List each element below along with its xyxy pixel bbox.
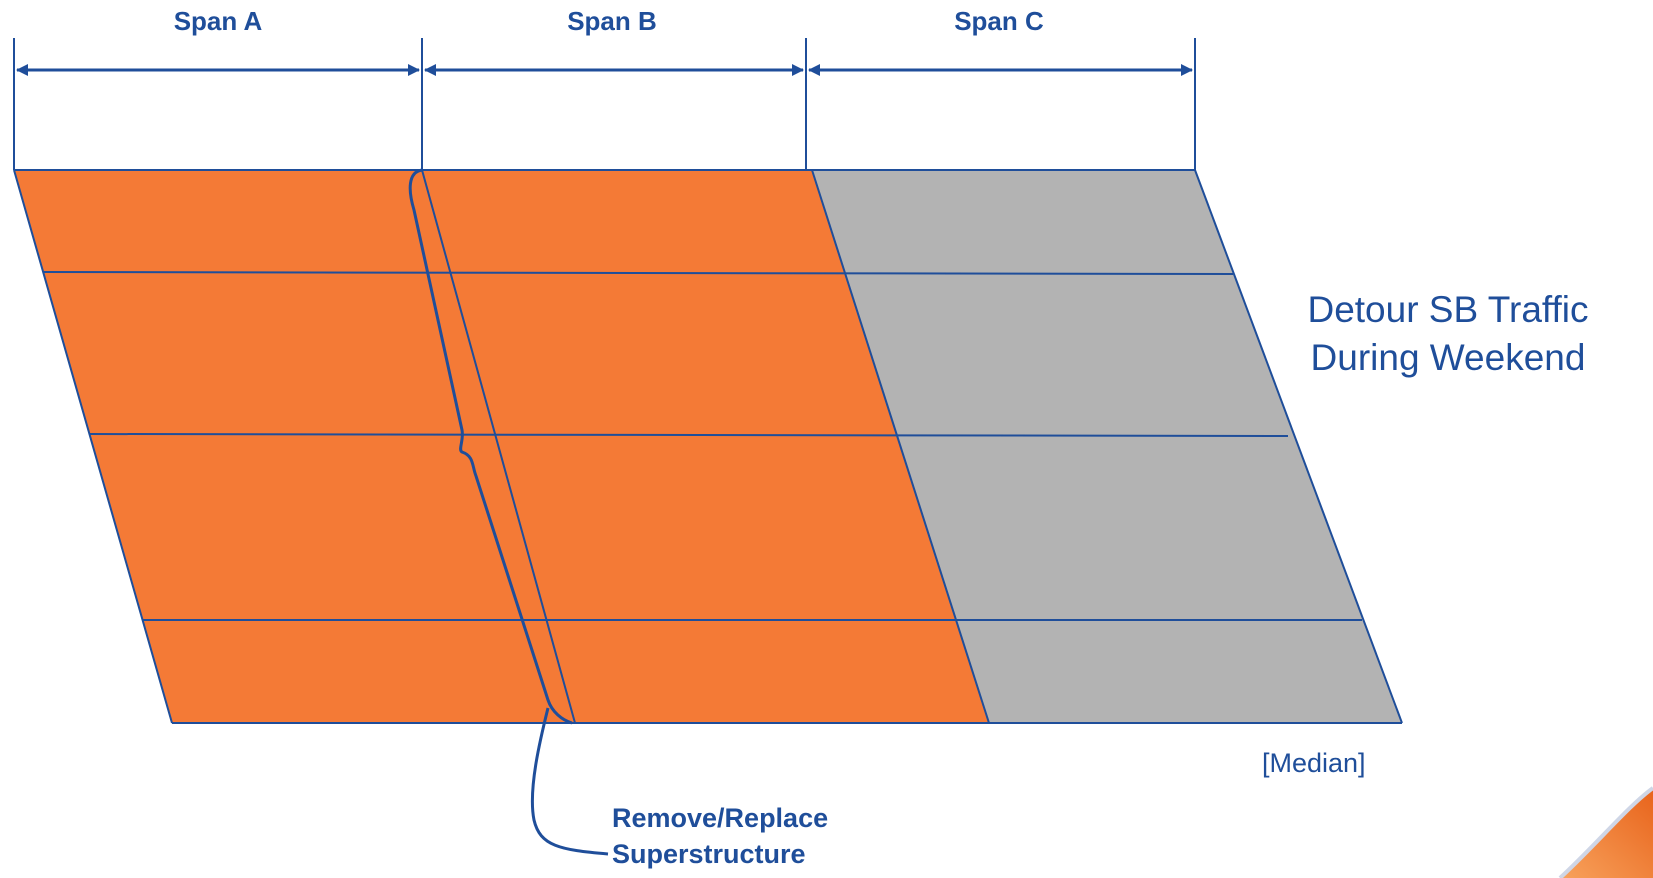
- span-a-label: Span A: [173, 6, 263, 36]
- callout-leader-line: [530, 707, 609, 856]
- lane-line-2: [89, 433, 1289, 437]
- detour-note: Detour SB Traffic During Weekend: [1268, 286, 1628, 382]
- corner-accent-highlight: [1558, 786, 1653, 878]
- callout-line-1: Remove/Replace: [612, 803, 829, 833]
- open-zone-span-c: [812, 170, 1402, 723]
- detour-note-line-1: Detour SB Traffic: [1307, 289, 1589, 330]
- callout-line-2: Superstructure: [612, 839, 806, 869]
- remove-replace-callout: Remove/Replace Superstructure: [612, 800, 828, 872]
- median-label: [Median]: [1262, 748, 1366, 778]
- superstructure-brace: [408, 168, 573, 725]
- abutment-line-left: [13, 169, 173, 724]
- span-c-label: Span C: [954, 6, 1044, 36]
- abutment-line-right: [1194, 169, 1403, 724]
- pier-line-a-b: [421, 169, 576, 724]
- lane-line-1: [43, 271, 1234, 275]
- work-zone-spans-a-b: [14, 170, 989, 723]
- span-b-label: Span B: [567, 6, 657, 36]
- detour-note-line-2: During Weekend: [1310, 337, 1586, 378]
- pier-line-b-c: [811, 169, 990, 724]
